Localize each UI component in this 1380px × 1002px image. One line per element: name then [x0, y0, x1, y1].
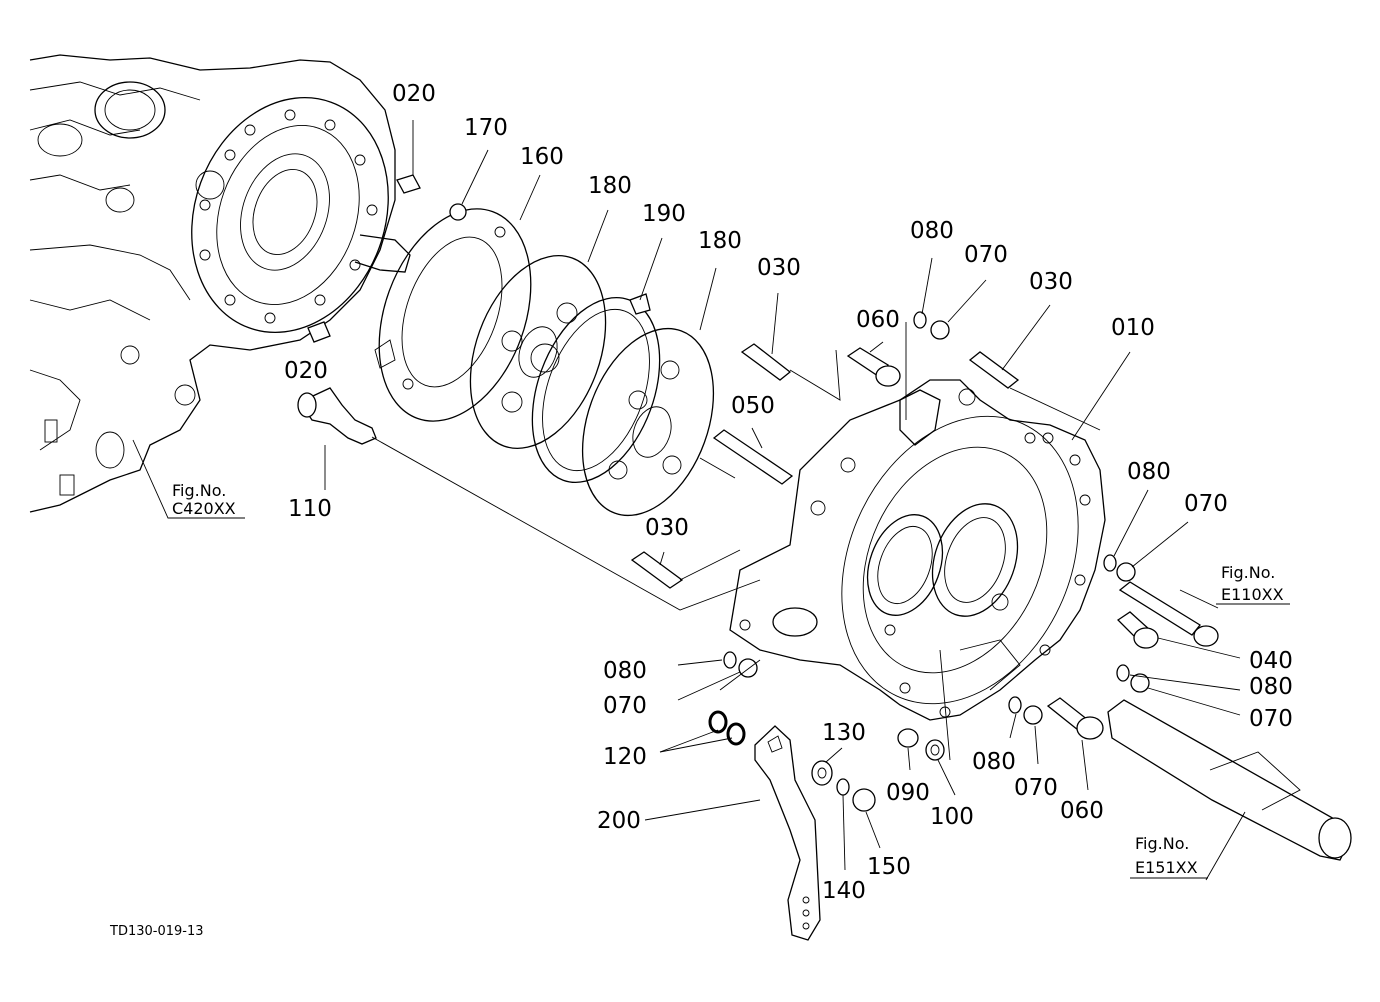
callout-130: 130 [822, 720, 866, 746]
callout-030-c: 030 [645, 515, 689, 541]
callout-070-a: 070 [964, 242, 1008, 268]
callout-170: 170 [464, 115, 508, 141]
fig-ref-e151-code: E151XX [1135, 858, 1198, 877]
fig-ref-e110-title: Fig.No. [1221, 563, 1275, 582]
callout-080-a: 080 [910, 218, 954, 244]
washer-nut-set [723, 311, 1150, 725]
back-plate-160 [374, 203, 532, 422]
output-shaft [1107, 699, 1352, 861]
separator-plate-190 [531, 293, 661, 484]
callout-110: 110 [288, 496, 332, 522]
lever-200 [754, 725, 821, 941]
transmission-case [29, 54, 411, 513]
callout-080-c: 080 [603, 658, 647, 684]
callout-030-a: 030 [757, 255, 801, 281]
friction-disc-180-a [469, 255, 607, 449]
nut-150 [852, 788, 876, 812]
dowel-pin-lower [307, 321, 331, 343]
dowel-pin-upper [396, 174, 421, 194]
stud-e110 [1118, 581, 1219, 647]
main-housing-010 [729, 379, 1106, 721]
callout-180-b: 180 [698, 228, 742, 254]
bolt-060-upper [846, 347, 901, 387]
callout-070-b: 070 [1184, 491, 1228, 517]
o-rings-120 [708, 710, 746, 746]
callout-080-e: 080 [972, 749, 1016, 775]
callout-070-c: 070 [603, 693, 647, 719]
callout-150: 150 [867, 854, 911, 880]
callout-070-d: 070 [1249, 706, 1293, 732]
callout-190: 190 [642, 201, 686, 227]
fig-ref-e151-title: Fig.No. [1135, 834, 1189, 853]
fitting-090 [897, 728, 919, 748]
bolt-040 [1116, 611, 1159, 649]
leader-lines [324, 120, 1246, 881]
long-stud-050 [712, 429, 794, 485]
callout-060-a: 060 [856, 307, 900, 333]
callout-060-b: 060 [1060, 798, 1104, 824]
pivot-pin-110 [297, 387, 377, 445]
callout-070-e: 070 [1014, 775, 1058, 801]
fig-c420-leader [132, 439, 245, 519]
callout-090: 090 [886, 780, 930, 806]
washer-130 [811, 760, 833, 786]
stud-030-right [968, 351, 1020, 389]
fig-ref-c420-code: C420XX [172, 499, 236, 518]
bolt-060-lower [1046, 697, 1104, 740]
callout-120: 120 [603, 744, 647, 770]
drawing-code: TD130-019-13 [109, 924, 204, 939]
callout-080-b: 080 [1127, 459, 1171, 485]
stud-030-lower [630, 551, 684, 589]
callout-040: 040 [1249, 648, 1293, 674]
fig-ref-e110-code: E110XX [1221, 585, 1284, 604]
friction-disc-180-b [581, 327, 715, 517]
fig-ref-c420: Fig.No. C420XX [172, 481, 236, 518]
callout-080-d: 080 [1249, 674, 1293, 700]
callout-020-top: 020 [392, 81, 436, 107]
callout-030-b: 030 [1029, 269, 1073, 295]
callout-200: 200 [597, 808, 641, 834]
callout-020-bottom: 020 [284, 358, 328, 384]
callout-050: 050 [731, 393, 775, 419]
callout-140: 140 [822, 878, 866, 904]
callout-010: 010 [1111, 315, 1155, 341]
callout-labels: 020 170 160 180 190 180 030 080 070 030 … [284, 81, 1293, 904]
fig-ref-e151: Fig.No. E151XX [1130, 834, 1208, 879]
callout-100: 100 [930, 804, 974, 830]
stud-030-upper [740, 343, 792, 381]
fig-ref-c420-title: Fig.No. [172, 481, 226, 500]
fig-ref-e110: Fig.No. E110XX [1216, 563, 1290, 605]
callout-180-a: 180 [588, 173, 632, 199]
spring-washer-140 [836, 778, 850, 796]
assembly-guide-lines [371, 322, 1101, 761]
callout-160: 160 [520, 144, 564, 170]
washer-100 [925, 739, 945, 761]
